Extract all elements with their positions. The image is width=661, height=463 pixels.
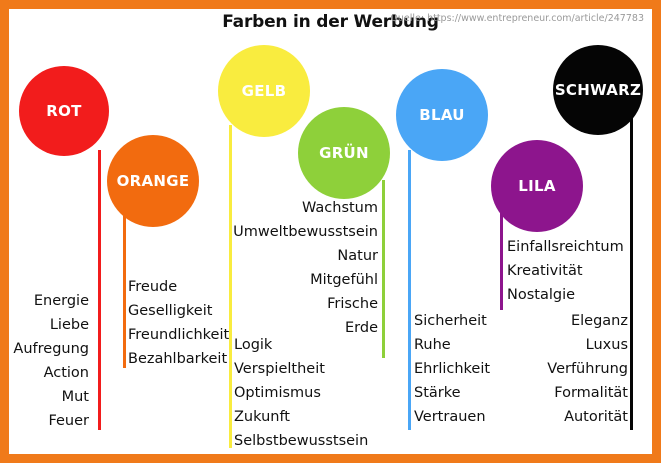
schwarz-word-list: Eleganz Luxus Verführung Formalität Auto… [547, 309, 628, 429]
orange-word: Bezahlbarkeit [128, 351, 228, 367]
gruen-word: Umweltbewusstsein [233, 224, 378, 240]
gruen-word: Wachstum [301, 200, 378, 216]
schwarz-circle: SCHWARZ [553, 45, 643, 135]
lila-word: Einfallsreichtum [507, 239, 624, 255]
orange-word: Freundlichkeit [128, 327, 230, 343]
blau-word: Stärke [414, 385, 461, 401]
blau-word-list: Sicherheit Ruhe Ehrlichkeit Stärke Vertr… [414, 309, 490, 429]
gruen-word: Mitgefühl [310, 272, 378, 288]
lila-stem-line [500, 205, 503, 310]
gruen-label: GRÜN [319, 144, 369, 162]
rot-word: Liebe [49, 317, 89, 333]
blau-label: BLAU [419, 106, 465, 124]
rot-word-list: Energie Liebe Aufregung Action Mut Feuer [13, 289, 89, 433]
source-note: Quelle: https://www.entrepreneur.com/art… [390, 13, 644, 24]
gelb-word: Logik [234, 337, 273, 353]
lila-circle: LILA [491, 140, 583, 232]
gelb-label: GELB [241, 82, 287, 100]
rot-word: Aufregung [13, 341, 89, 357]
schwarz-stem-line [630, 118, 633, 430]
lila-word: Kreativität [507, 263, 583, 279]
schwarz-word: Autorität [564, 409, 628, 425]
schwarz-word: Luxus [585, 337, 628, 353]
gruen-word: Erde [345, 320, 378, 336]
gruen-circle: GRÜN [298, 107, 390, 199]
rot-label: ROT [46, 102, 82, 120]
lila-label: LILA [518, 177, 556, 195]
gelb-stem-line [229, 125, 232, 448]
blau-word: Ehrlichkeit [414, 361, 491, 377]
blau-word: Sicherheit [414, 313, 487, 329]
gelb-word: Verspieltheit [234, 361, 325, 377]
gelb-word-list: Logik Verspieltheit Optimismus Zukunft S… [234, 333, 368, 453]
gelb-circle: GELB [218, 45, 310, 137]
rot-word: Action [43, 365, 89, 381]
orange-circle: ORANGE [107, 135, 199, 227]
blau-word: Ruhe [414, 337, 451, 353]
rot-word: Mut [61, 389, 89, 405]
rot-word: Energie [33, 293, 89, 309]
gruen-word-list: Wachstum Umweltbewusstsein Natur Mitgefü… [233, 196, 378, 340]
rot-stem-line [98, 150, 101, 430]
blau-circle: BLAU [396, 69, 488, 161]
gelb-word: Zukunft [234, 409, 290, 425]
orange-label: ORANGE [116, 172, 190, 190]
blau-stem-line [408, 150, 411, 430]
rot-circle: ROT [19, 66, 109, 156]
orange-word: Freude [128, 279, 178, 295]
gruen-stem-line [382, 180, 385, 358]
blau-word: Vertrauen [414, 409, 486, 425]
rot-word: Feuer [48, 413, 89, 429]
schwarz-word: Formalität [554, 385, 628, 401]
gelb-word: Selbstbewusstsein [234, 433, 369, 449]
schwarz-word: Verführung [547, 361, 628, 377]
schwarz-label: SCHWARZ [554, 81, 642, 99]
gruen-word: Frische [327, 296, 378, 312]
orange-word-list: Freude Geselligkeit Freundlichkeit Bezah… [128, 275, 229, 371]
lila-word-list: Einfallsreichtum Kreativität Nostalgie [507, 235, 624, 307]
gelb-word: Optimismus [234, 385, 321, 401]
schwarz-word: Eleganz [570, 313, 628, 329]
gruen-word: Natur [337, 248, 378, 264]
lila-word: Nostalgie [507, 287, 576, 303]
orange-stem-line [123, 210, 126, 368]
orange-word: Geselligkeit [128, 303, 213, 319]
diagram-title: Farben in der Werbung [222, 12, 439, 32]
